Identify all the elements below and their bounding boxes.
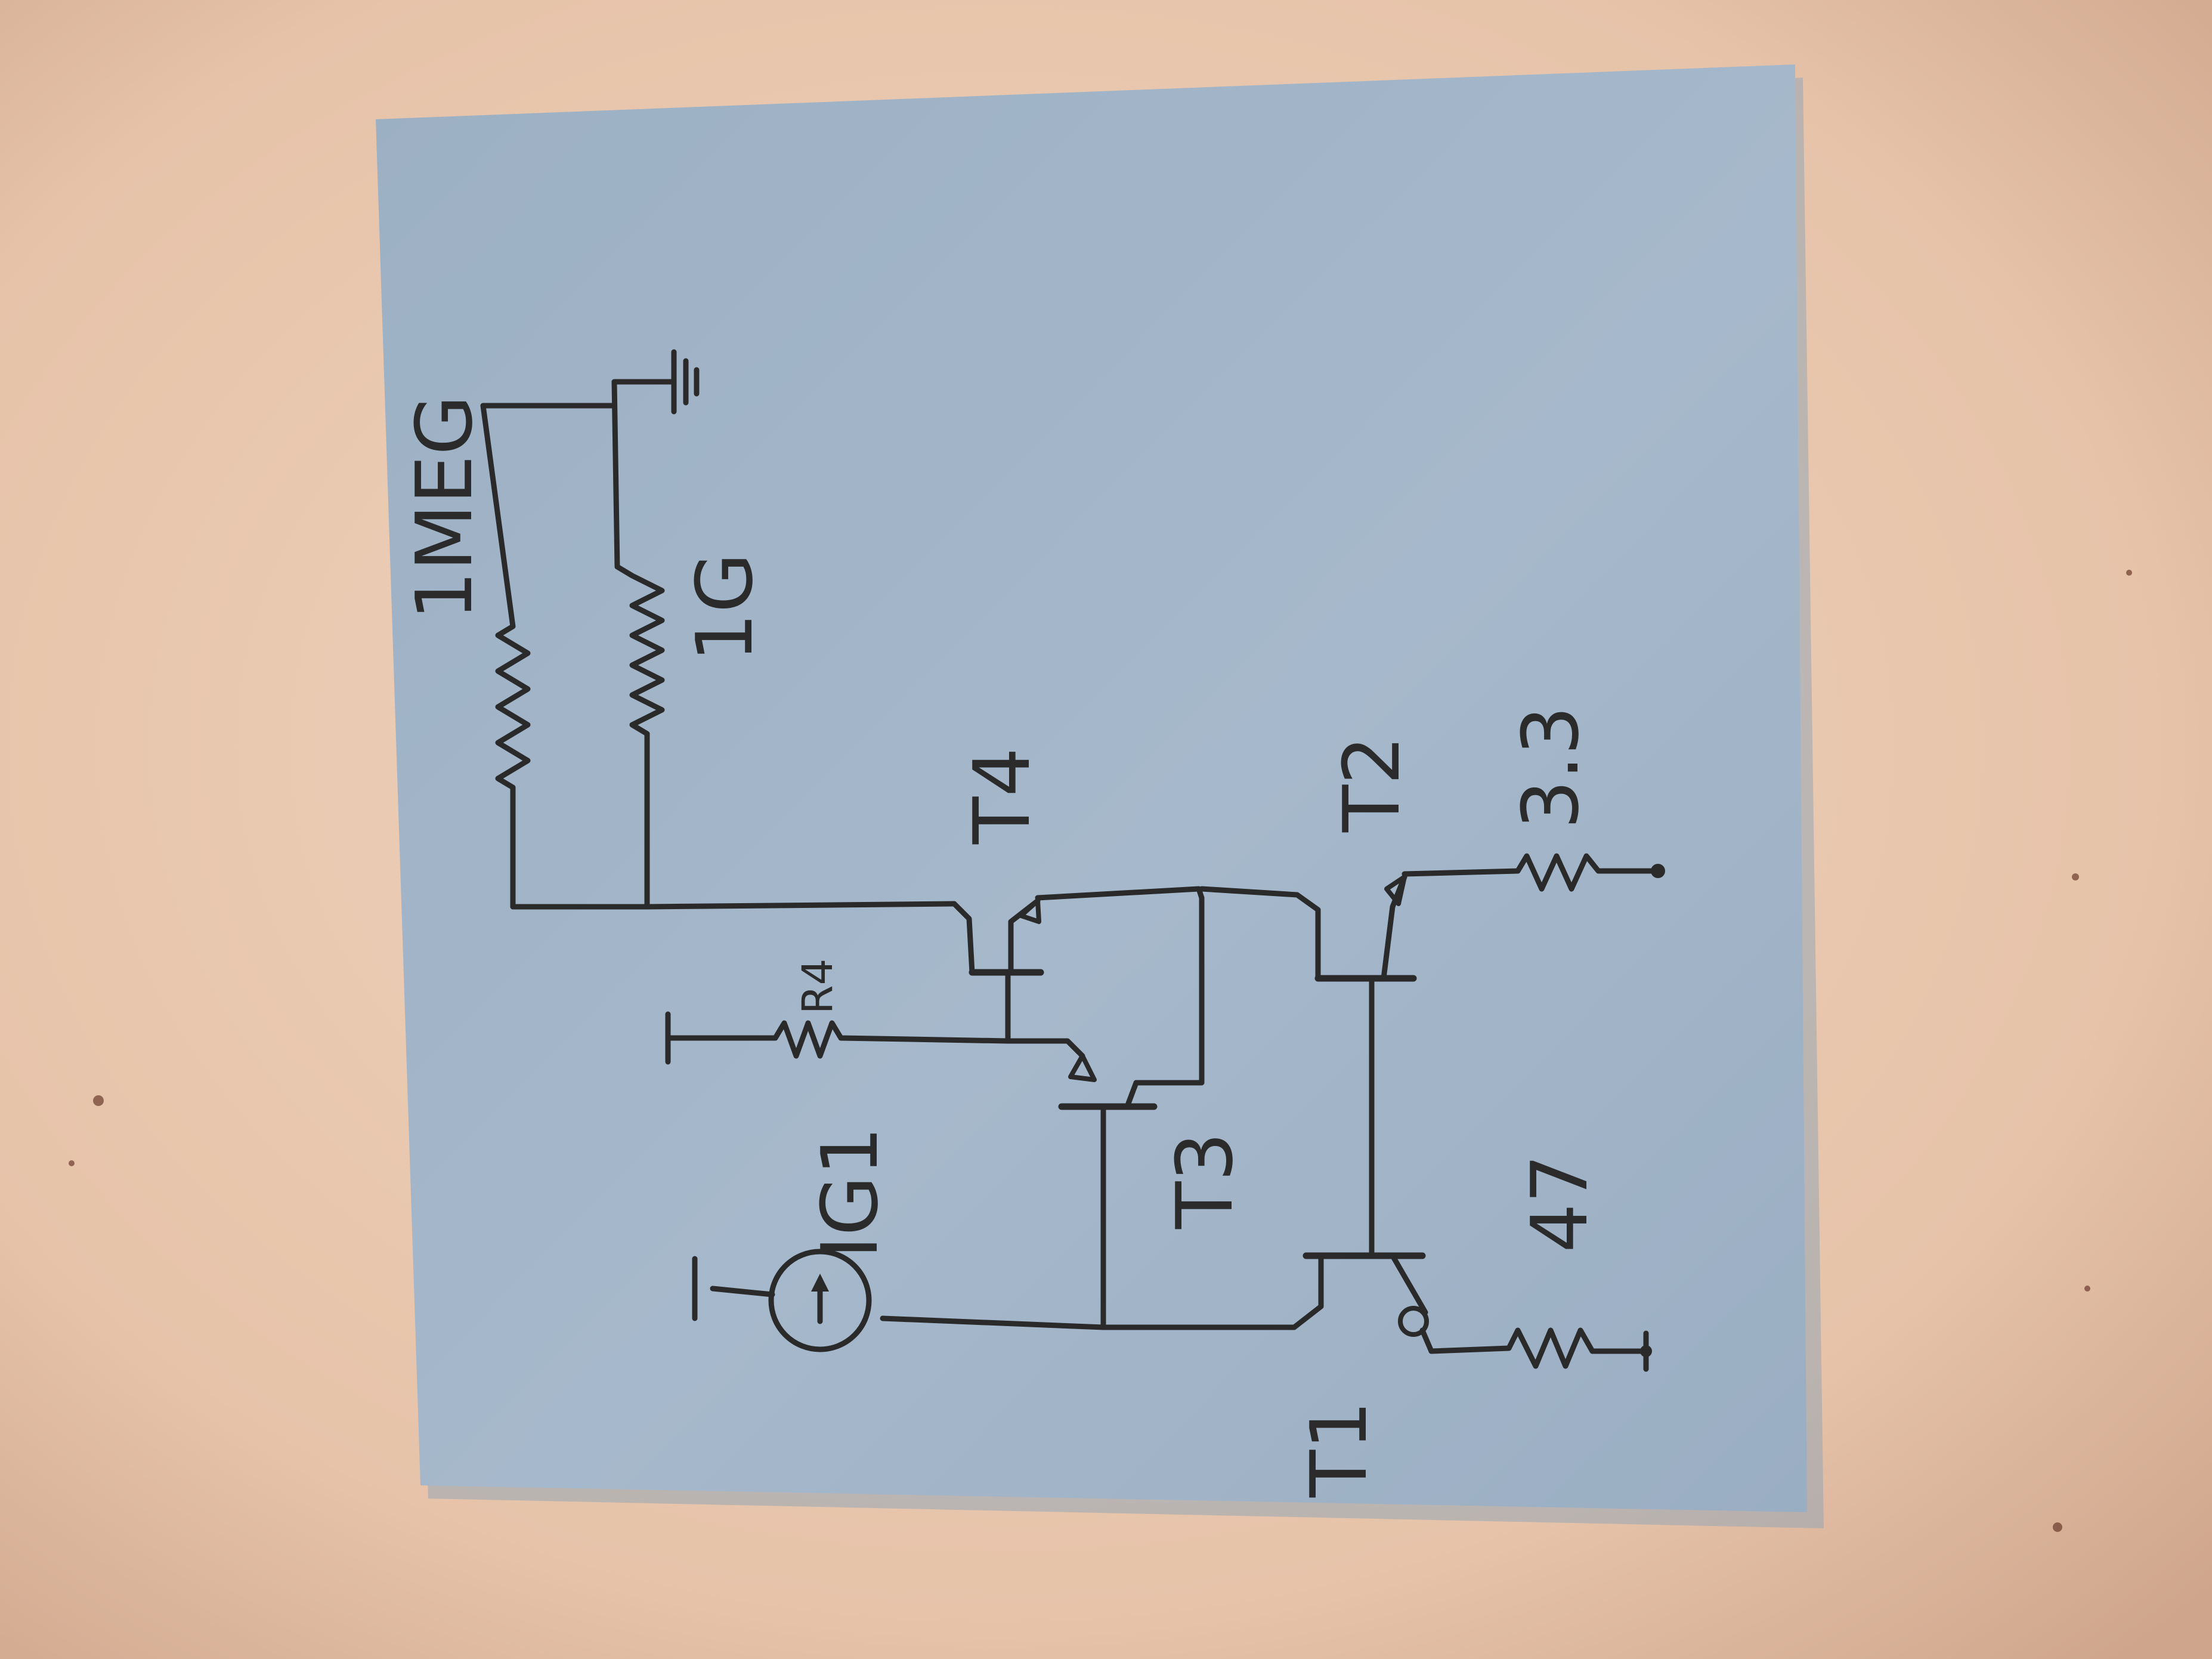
label-47: 47 [1514,1154,1605,1253]
label-t2: T2 [1326,736,1417,833]
label-r4: R4 [793,959,842,1014]
label-1meg: 1MEG [399,395,490,620]
transistor-t3 [1005,1038,1158,1330]
resistor-47 [1428,1327,1652,1372]
circuit-diagram [480,349,1665,1372]
transistor-t4 [951,898,1044,1044]
label-1g: 1G [679,553,770,662]
label-t3: T3 [1159,1132,1250,1229]
ground-icon [611,349,700,415]
label-ig1: IG1 [805,1126,895,1259]
sticky-note [376,64,1824,1528]
resistor-3-3 [1402,853,1665,892]
label-t4: T4 [957,747,1047,845]
resistor-1g [611,379,665,910]
transistor-t2 [1314,874,1417,1256]
label-3-3: 3.3 [1505,706,1596,829]
surface-specks [69,570,2132,1532]
transistor-t1 [1291,1252,1434,1354]
resistor-1meg [480,403,617,910]
current-source-icon [692,1249,872,1352]
label-t1: T1 [1294,1401,1384,1498]
resistor-r4 [665,1011,1011,1065]
